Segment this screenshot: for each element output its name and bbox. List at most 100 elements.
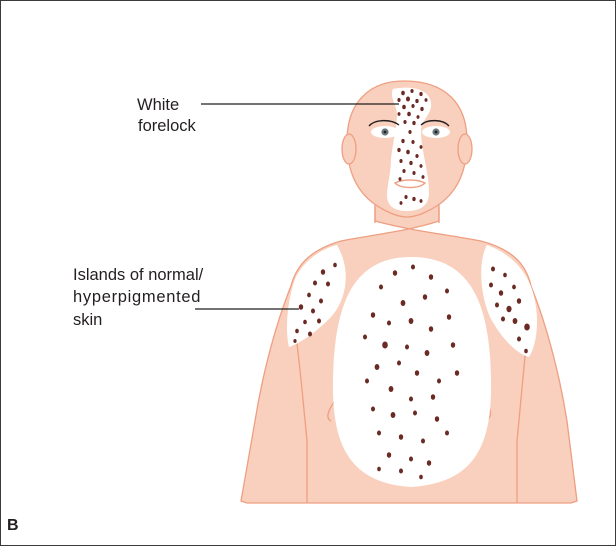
pigment-macule — [399, 177, 402, 181]
pigment-macule — [427, 460, 431, 466]
label-islands-line2: hyperpigmented — [73, 287, 201, 307]
left-ear — [342, 134, 356, 164]
pigment-macule — [397, 148, 400, 152]
pigment-macule — [379, 285, 383, 290]
pigment-macule — [415, 99, 418, 103]
pigment-macule — [321, 269, 325, 275]
pigment-macule — [311, 309, 315, 314]
pigment-macule — [422, 175, 425, 179]
label-forelock: forelock — [138, 116, 196, 136]
pigment-macule — [408, 130, 411, 134]
pigment-macule — [524, 324, 530, 331]
pigment-macule — [397, 98, 400, 102]
pigment-macule — [415, 370, 419, 376]
pigment-macule — [371, 312, 375, 318]
pigment-macule — [445, 289, 449, 294]
chest-abdomen-patch — [333, 257, 491, 487]
pigment-macule — [399, 159, 402, 163]
pigment-macule — [398, 112, 401, 116]
panel-letter: B — [7, 517, 19, 535]
pigment-macule — [317, 319, 321, 324]
pigment-macule — [402, 105, 406, 110]
pigment-macule — [411, 140, 414, 144]
pigment-macule — [412, 197, 415, 201]
pigment-macule — [293, 339, 296, 343]
pigment-macule — [420, 199, 423, 203]
pigment-macule — [451, 342, 455, 348]
pigment-macule — [295, 329, 299, 334]
pigment-macule — [389, 386, 394, 392]
pigment-macule — [410, 89, 413, 93]
pigment-macule — [412, 171, 415, 175]
pigment-macule — [513, 318, 518, 324]
pigment-macule — [409, 318, 414, 324]
pigment-macule — [397, 361, 401, 366]
pigment-macule — [308, 332, 312, 337]
pigment-macule — [420, 164, 423, 168]
pigment-macule — [303, 320, 307, 325]
pigment-macule — [377, 467, 381, 472]
pigment-macule — [400, 201, 403, 205]
pigment-macule — [401, 91, 405, 96]
pigment-macule — [409, 457, 413, 462]
pigment-macule — [404, 195, 407, 199]
label-white: White — [137, 95, 179, 115]
pigment-macule — [382, 342, 388, 349]
pigment-macule — [429, 274, 433, 280]
pigment-macule — [423, 294, 427, 300]
pigment-macule — [403, 120, 406, 124]
pigment-macule — [421, 439, 425, 444]
pigment-macule — [401, 139, 404, 143]
pigment-macule — [409, 161, 412, 165]
pigment-macule — [387, 452, 391, 458]
pigment-macule — [420, 107, 423, 111]
pigment-macule — [495, 303, 499, 308]
pigment-macule — [425, 350, 430, 356]
pigment-macule — [387, 321, 391, 326]
pigment-macule — [517, 298, 521, 304]
pigment-macule — [411, 104, 414, 108]
pigment-macule — [437, 379, 441, 384]
left-eye — [371, 126, 399, 138]
pigment-macule — [419, 475, 423, 480]
pigment-macule — [363, 335, 367, 340]
right-eye — [422, 126, 450, 138]
pigment-macule — [413, 411, 417, 416]
right-ear — [458, 134, 472, 164]
pigment-macule — [445, 431, 449, 436]
pigment-macule — [524, 349, 528, 354]
pigment-macule — [377, 431, 381, 436]
pigment-macule — [375, 364, 380, 370]
pigment-macule — [435, 416, 439, 422]
pigment-macule — [503, 273, 507, 278]
pigment-macule — [319, 299, 323, 304]
pigment-macule — [405, 345, 409, 350]
pigment-macule — [499, 290, 503, 296]
pigment-macule — [307, 293, 311, 298]
pigment-macule — [406, 97, 410, 102]
pigment-macule — [517, 337, 521, 342]
pigment-macule — [420, 145, 423, 149]
pigment-macule — [425, 98, 428, 102]
pigment-macule — [491, 267, 495, 272]
pigment-macule — [313, 281, 317, 286]
pigment-macule — [501, 317, 505, 322]
pigment-macule — [411, 265, 415, 270]
pigment-macule — [399, 469, 403, 474]
pigment-macule — [455, 370, 459, 376]
pigment-macule — [512, 285, 516, 290]
pigment-macule — [417, 115, 420, 119]
label-islands-line3: skin — [73, 310, 102, 330]
pigment-macule — [431, 394, 435, 400]
pigment-macule — [412, 121, 415, 125]
pigment-macule — [429, 326, 433, 332]
pigment-macule — [419, 92, 422, 96]
pigment-macule — [299, 304, 303, 310]
pigment-macule — [326, 282, 330, 287]
pigment-macule — [406, 150, 410, 155]
pigment-macule — [393, 270, 397, 276]
pigment-macule — [333, 263, 337, 268]
pigment-macule — [365, 379, 369, 384]
pigment-macule — [401, 300, 406, 306]
